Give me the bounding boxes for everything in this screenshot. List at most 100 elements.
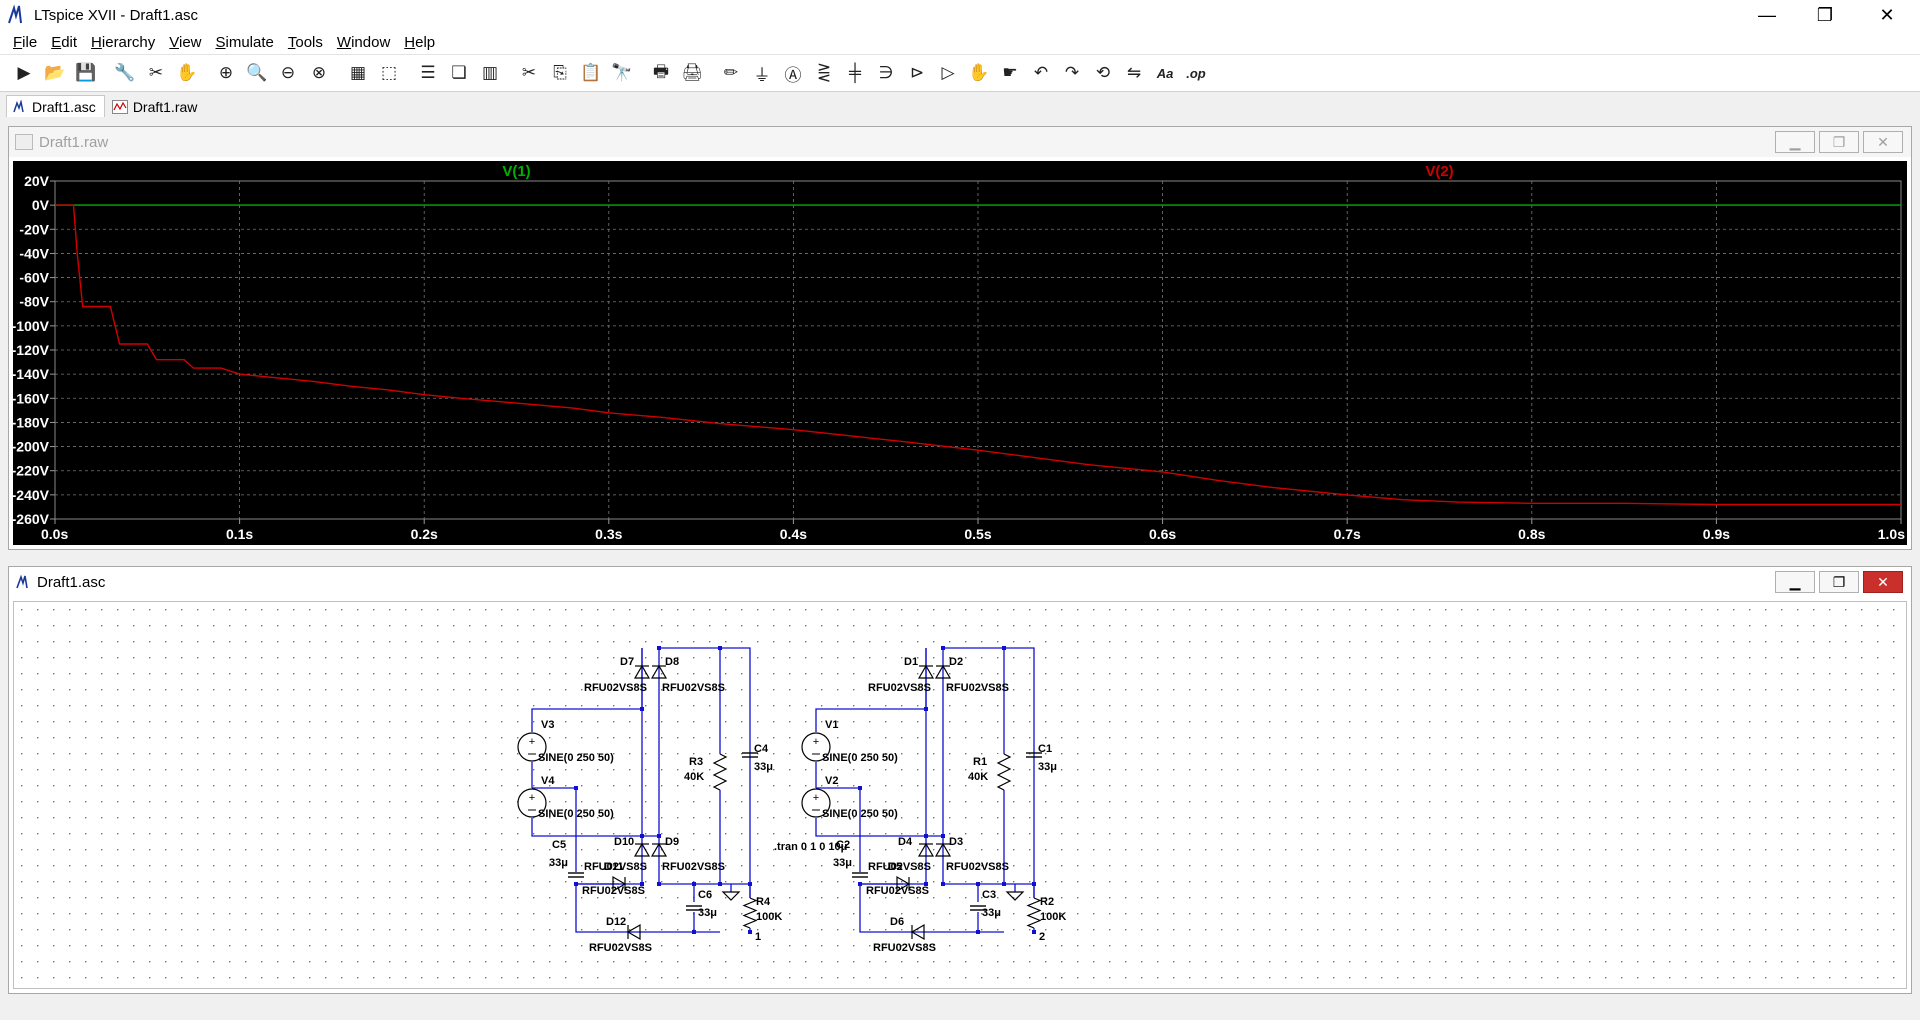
copy-button[interactable]: ⎘ [546, 59, 574, 87]
tab-draft1-raw[interactable]: Draft1.raw [106, 95, 207, 117]
waveform-close-button[interactable]: ✕ [1863, 131, 1903, 153]
move-button[interactable]: ✋ [965, 59, 993, 87]
restore-icon: ❐ [1832, 133, 1846, 150]
junction [924, 882, 928, 886]
ground-button[interactable]: ⏚ [748, 59, 776, 87]
find-button[interactable]: 🔭 [608, 59, 636, 87]
label-sine: SINE(0 250 50) [822, 808, 898, 820]
redo-button[interactable]: ↷ [1058, 59, 1086, 87]
menu-window[interactable]: Window [336, 33, 391, 51]
diode-button[interactable]: ⊳ [903, 59, 931, 87]
cancel-zoom-button[interactable]: ⬚ [375, 59, 403, 87]
menu-hierarchy[interactable]: Hierarchy [91, 33, 156, 51]
label-model: RFU02VS8S [584, 682, 647, 694]
label-r4: R4 [756, 896, 771, 908]
menu-file[interactable]: File [13, 33, 38, 51]
schematic-restore-button[interactable]: ❐ [1819, 571, 1859, 593]
mirror-icon: ⇋ [1126, 63, 1142, 82]
run-button[interactable]: ▶ [10, 59, 38, 87]
label-d3: D3 [949, 836, 963, 848]
waveform-icon [15, 134, 33, 150]
label-c3: C3 [982, 889, 996, 901]
control-panel-button[interactable]: 🔧 [111, 59, 139, 87]
autorange-button[interactable]: ▦ [344, 59, 372, 87]
print-preview-button[interactable]: 🖨 [678, 59, 706, 87]
rotate-button[interactable]: ⟲ [1089, 59, 1117, 87]
label-d8: D8 [665, 656, 679, 668]
save-button[interactable]: 💾 [72, 59, 100, 87]
text-button[interactable]: Aa [1151, 59, 1179, 87]
zoom-out-button[interactable]: ⊖ [274, 59, 302, 87]
copy-icon: ⎘ [553, 63, 567, 82]
junction [976, 930, 980, 934]
zoom-fit-button[interactable]: ⊗ [305, 59, 333, 87]
capacitor-c3 [970, 905, 986, 911]
spice-directive-button[interactable]: .op [1182, 59, 1210, 87]
zoom-in-button[interactable]: ⊕ [212, 59, 240, 87]
waveform-chart[interactable]: 20V0V-20V-40V-60V-80V-100V-120V-140V-160… [12, 161, 1907, 545]
resistor-button[interactable]: ⋛ [810, 59, 838, 87]
pan-button[interactable]: ✋ [173, 59, 201, 87]
schematic-window-titlebar[interactable]: Draft1.asc ▁ ❐ ✕ [9, 567, 1911, 597]
schematic-minimize-button[interactable]: ▁ [1775, 571, 1815, 593]
waveform-minimize-button[interactable]: ▁ [1775, 131, 1815, 153]
cascade-button[interactable]: ❏ [445, 59, 473, 87]
menu-tools[interactable]: Tools [287, 33, 323, 51]
diode-d2 [934, 664, 952, 679]
y-tick-label: 20V [24, 173, 50, 189]
junction [1032, 930, 1036, 934]
capacitor-button[interactable]: ╪ [841, 59, 869, 87]
tile-vertical-button[interactable]: ▥ [476, 59, 504, 87]
y-tick-label: -200V [13, 439, 50, 455]
tab-draft1-asc[interactable]: Draft1.asc [6, 95, 105, 117]
zoom-area-button[interactable]: 🔍 [243, 59, 271, 87]
inductor-button[interactable]: ∋ [872, 59, 900, 87]
resistor-icon: ⋛ [816, 63, 832, 82]
waveform-restore-button[interactable]: ❐ [1819, 131, 1859, 153]
schematic-window-title: Draft1.asc [37, 573, 106, 591]
junction [976, 882, 980, 886]
svg-text:+: + [529, 736, 535, 748]
draw-wire-button[interactable]: ✏ [717, 59, 745, 87]
resistor-r1 [996, 753, 1012, 791]
label-r3: R3 [689, 756, 703, 768]
restore-button[interactable]: ❐ [1796, 0, 1854, 30]
close-button[interactable]: ✕ [1858, 0, 1916, 30]
component-button[interactable]: ▷ [934, 59, 962, 87]
resistor-r4 [742, 897, 758, 929]
minimize-icon: ▁ [1789, 573, 1801, 590]
inductor-icon: ∋ [878, 63, 894, 82]
open-button[interactable]: 📂 [41, 59, 69, 87]
status-bar [0, 998, 1920, 1020]
mirror-button[interactable]: ⇋ [1120, 59, 1148, 87]
label-c1: C1 [1038, 743, 1052, 755]
y-tick-label: -120V [13, 342, 50, 358]
tile-horizontal-button[interactable]: ☰ [414, 59, 442, 87]
menu-simulate[interactable]: Simulate [215, 33, 274, 51]
minimize-button[interactable]: — [1738, 0, 1796, 30]
cut-button[interactable]: ✂ [515, 59, 543, 87]
resistor-r2 [1026, 897, 1042, 929]
paste-button[interactable]: 📋 [577, 59, 605, 87]
halt-button[interactable]: ✂ [142, 59, 170, 87]
menu-help[interactable]: Help [404, 33, 436, 51]
undo-button[interactable]: ↶ [1027, 59, 1055, 87]
junction [574, 786, 578, 790]
schematic-close-button[interactable]: ✕ [1863, 571, 1903, 593]
tile-horizontal-icon: ☰ [420, 63, 436, 82]
menu-edit[interactable]: Edit [51, 33, 78, 51]
wire [943, 647, 1035, 932]
drag-button[interactable]: ☛ [996, 59, 1024, 87]
print-button[interactable]: 🖶 [647, 59, 675, 87]
label-res: 100K [756, 911, 782, 923]
menu-view[interactable]: View [169, 33, 202, 51]
waveform-window-titlebar[interactable]: Draft1.raw ▁ ❐ ✕ [9, 127, 1911, 157]
label-d9: D9 [665, 836, 679, 848]
label-net-button[interactable]: Ⓐ [779, 59, 807, 87]
label-r1: R1 [973, 756, 987, 768]
